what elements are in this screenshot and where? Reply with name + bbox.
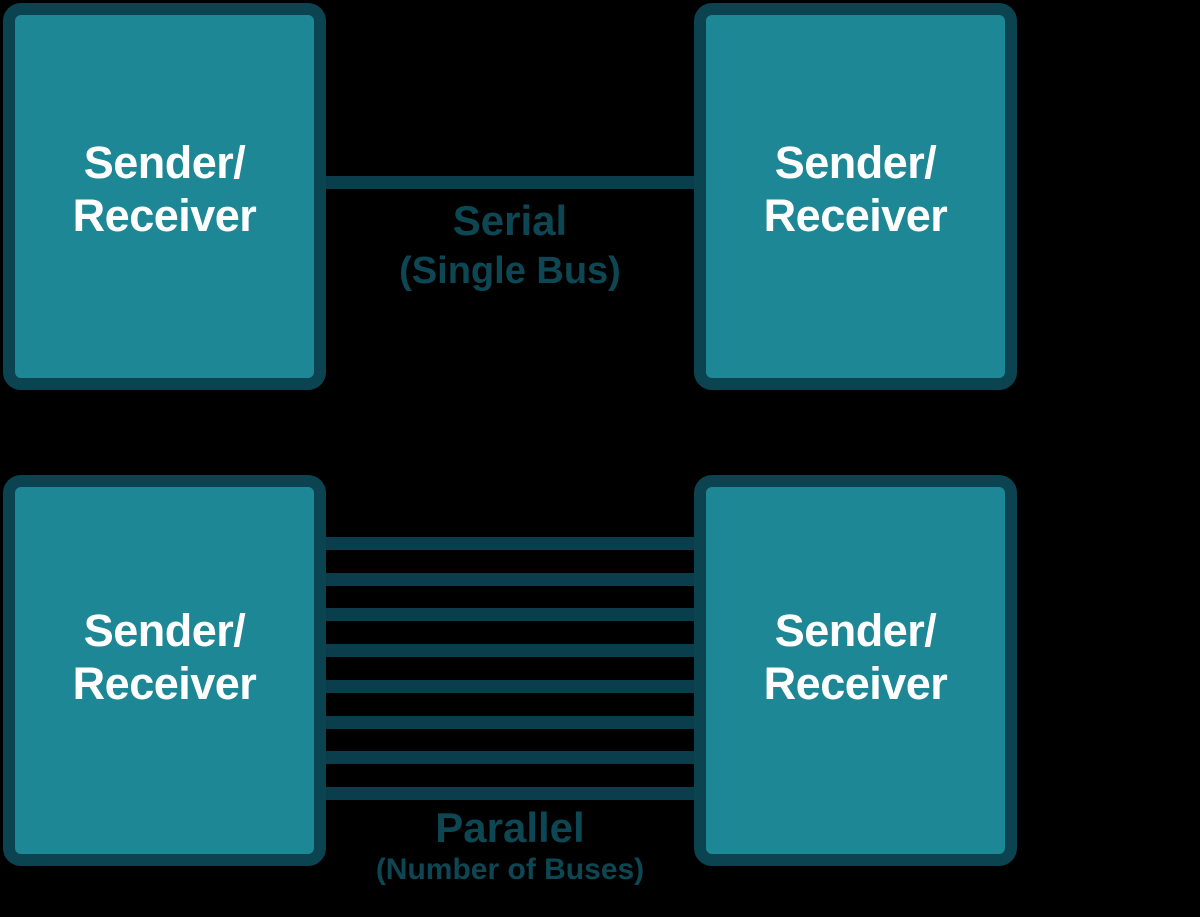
box-label: Sender/ Receiver bbox=[764, 137, 948, 242]
bus-line bbox=[326, 573, 694, 586]
box-label: Sender/ Receiver bbox=[764, 605, 948, 710]
bus-line bbox=[326, 680, 694, 693]
box-label-line1: Sender/ bbox=[83, 604, 246, 656]
serial-label: Serial bbox=[452, 197, 568, 244]
sender-receiver-box-top-right: Sender/ Receiver bbox=[694, 3, 1017, 390]
bus-line bbox=[326, 644, 694, 657]
bus-line bbox=[326, 537, 694, 550]
sender-receiver-box-bottom-right: Sender/ Receiver bbox=[694, 475, 1017, 866]
box-label: Sender/ Receiver bbox=[73, 605, 257, 710]
box-label-line2: Receiver bbox=[72, 657, 257, 709]
bus-line bbox=[326, 608, 694, 621]
box-label-line2: Receiver bbox=[763, 189, 948, 241]
parallel-sublabel: (Number of Buses) bbox=[375, 853, 645, 886]
box-label-line2: Receiver bbox=[763, 657, 948, 709]
sender-receiver-box-top-left: Sender/ Receiver bbox=[3, 3, 326, 390]
bus-line bbox=[326, 787, 694, 800]
serial-sublabel: (Single Bus) bbox=[399, 250, 621, 292]
parallel-bus-lines bbox=[326, 0, 694, 917]
parallel-label: Parallel bbox=[435, 804, 585, 851]
box-label-line1: Sender/ bbox=[774, 136, 937, 188]
box-label-line1: Sender/ bbox=[774, 604, 937, 656]
bus-line bbox=[326, 751, 694, 764]
bus-line bbox=[326, 716, 694, 729]
box-label-line1: Sender/ bbox=[83, 136, 246, 188]
serial-bus-lines bbox=[326, 0, 694, 917]
box-label: Sender/ Receiver bbox=[73, 137, 257, 242]
box-label-line2: Receiver bbox=[72, 189, 257, 241]
bus-line bbox=[326, 176, 694, 189]
sender-receiver-box-bottom-left: Sender/ Receiver bbox=[3, 475, 326, 866]
